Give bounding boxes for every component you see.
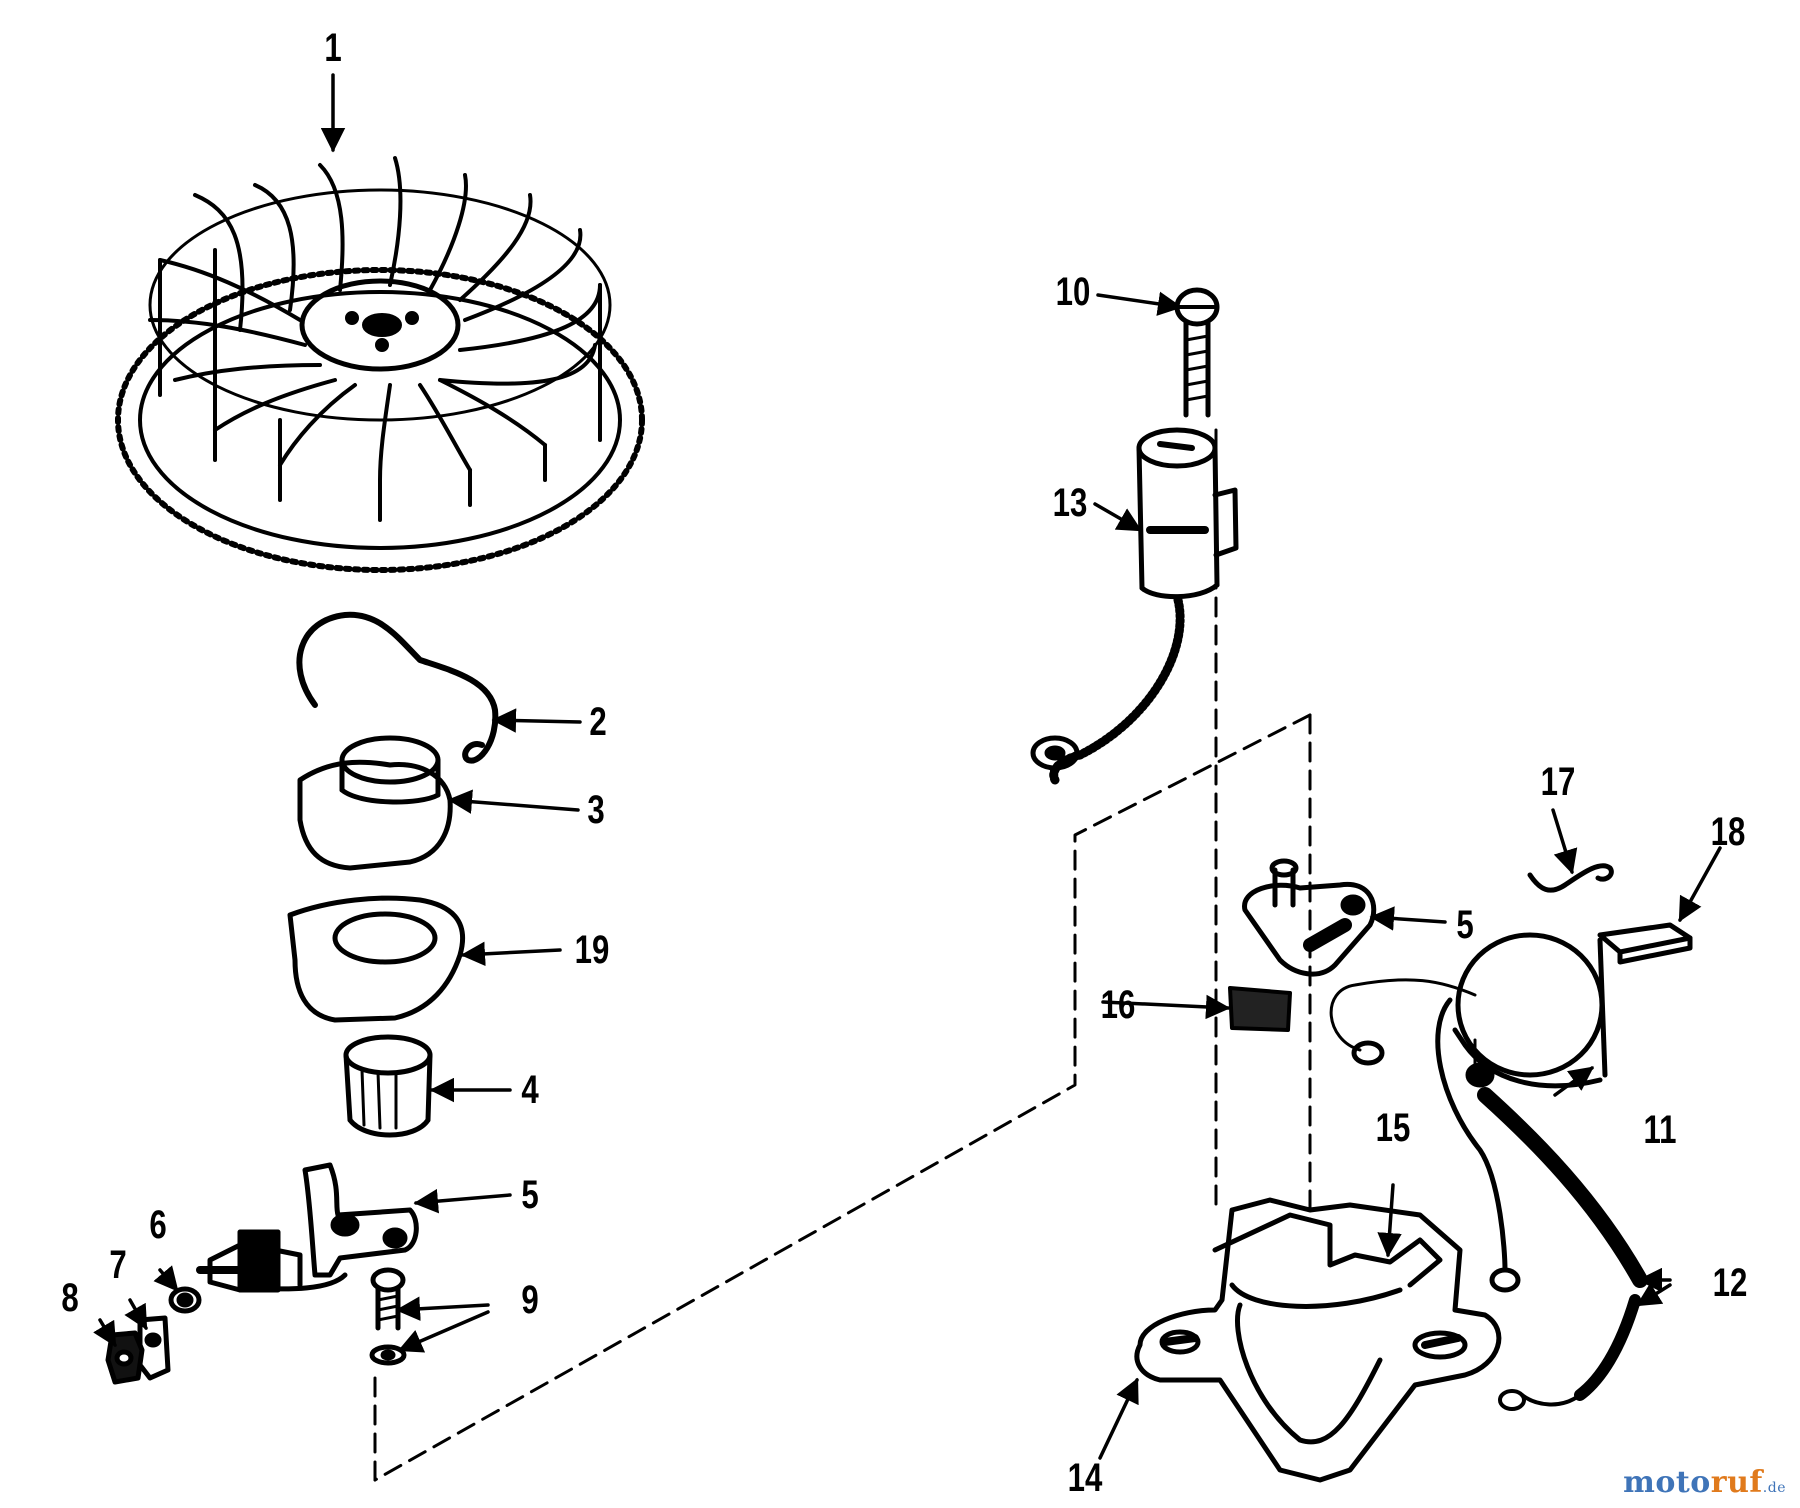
callout-5-right: 5	[1456, 903, 1474, 947]
callout-17: 17	[1540, 760, 1576, 804]
callout-11: 11	[1643, 1108, 1677, 1152]
shield-washer-part	[297, 735, 453, 871]
callout-16: 16	[1100, 983, 1136, 1027]
wire-clip-part	[1597, 922, 1693, 965]
watermark-part-3: .de	[1762, 1480, 1786, 1496]
callout-5-left: 5	[521, 1173, 539, 1217]
screw-washer-part	[369, 1267, 407, 1366]
callout-13: 13	[1052, 481, 1088, 525]
callout-8: 8	[61, 1276, 79, 1320]
callout-1: 1	[324, 26, 342, 70]
callout-4: 4	[521, 1068, 539, 1112]
motoruf-watermark: motoruf.de	[1623, 1465, 1786, 1500]
ignition-coil-part	[1329, 932, 1608, 1293]
callout-3: 3	[587, 788, 605, 832]
felt-pad-part	[1228, 986, 1292, 1032]
condenser-screw-part	[1174, 287, 1220, 418]
callout-12: 12	[1712, 1261, 1748, 1305]
breaker-housing-part	[1134, 1197, 1502, 1483]
breaker-plate-part	[1242, 858, 1377, 977]
watermark-part-2: ruf	[1710, 1465, 1763, 1500]
callout-7: 7	[109, 1243, 127, 1287]
callout-15: 15	[1375, 1106, 1411, 1150]
leader-arrows	[93, 73, 1722, 1460]
callout-2: 2	[589, 700, 607, 744]
flywheel-part	[115, 156, 645, 573]
watermark-part-1: moto	[1623, 1465, 1711, 1500]
callout-9: 9	[521, 1278, 539, 1322]
callout-18: 18	[1710, 810, 1746, 854]
callout-19: 19	[574, 928, 610, 972]
small-spring-part	[1527, 863, 1614, 893]
plate-washer-part	[287, 895, 466, 1023]
callout-14: 14	[1067, 1456, 1103, 1500]
bushing-part	[343, 1034, 433, 1138]
spring-clip-part	[296, 611, 499, 764]
dashed-alignment-lines	[373, 428, 1312, 1482]
callout-6: 6	[149, 1203, 167, 1247]
callout-10: 10	[1055, 270, 1091, 314]
ground-lead-part	[1477, 1087, 1648, 1411]
